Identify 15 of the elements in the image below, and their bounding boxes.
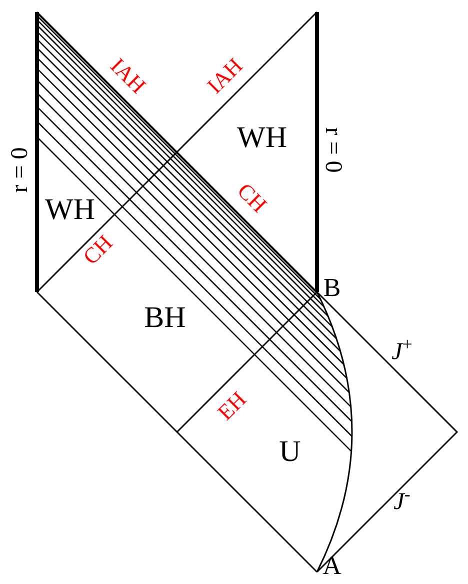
- horizon-label: CH: [78, 230, 118, 270]
- horizon-label: IAH: [202, 52, 248, 98]
- boundary-label: r = 0: [320, 127, 346, 173]
- region-label: WH: [237, 121, 287, 154]
- horizon-label: EH: [212, 386, 251, 425]
- boundary-label: r = 0: [7, 147, 33, 193]
- region-label: BH: [144, 301, 186, 334]
- point-label: B: [323, 273, 341, 302]
- boundary-label: J$^{+}$: [392, 339, 412, 365]
- point-label: A: [322, 551, 342, 580]
- horizon-label: IAH: [106, 52, 152, 98]
- region-label: WH: [45, 193, 95, 226]
- horizon-label: CH: [232, 178, 272, 218]
- boundary-label: J$^{-}$: [394, 489, 410, 515]
- region-label: U: [279, 435, 301, 468]
